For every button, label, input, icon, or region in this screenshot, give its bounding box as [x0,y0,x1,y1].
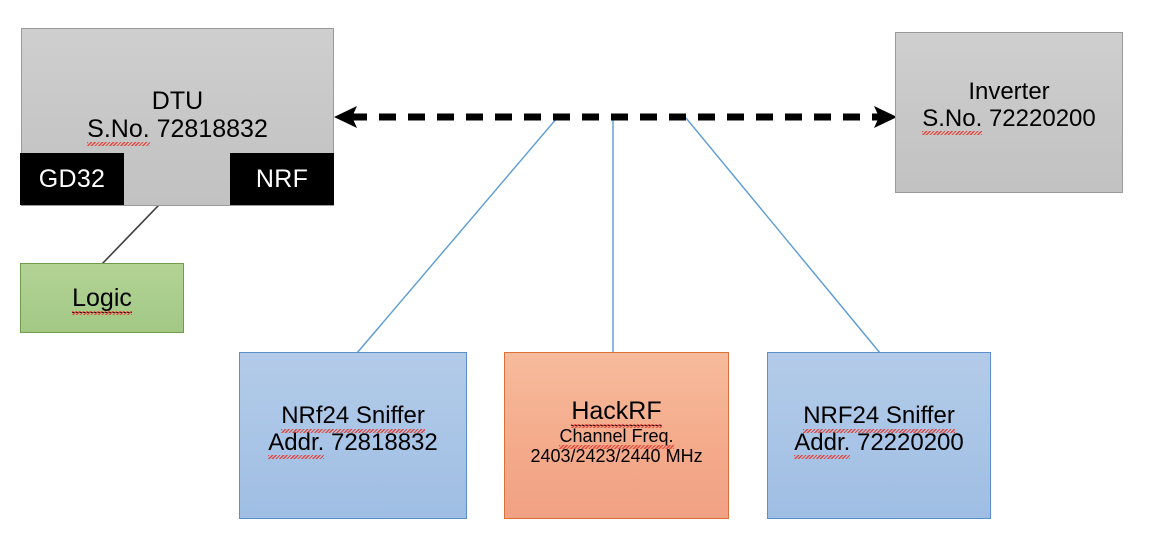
sniffer-left-tap-line [356,117,558,354]
dtu-serial-value-spacer [150,115,157,143]
sniffer-right-addr: Addr. 72220200 [794,428,964,457]
sniffer-left-addr-value: 72818832 [330,428,438,456]
sniffer-left-node[interactable]: NRf24 Sniffer Addr. 72818832 [239,352,467,519]
nrf-node[interactable]: NRF [230,153,334,205]
hackrf-node[interactable]: HackRF Channel Freq. 2403/2423/2440 MHz [504,352,729,519]
sniffer-right-node[interactable]: NRF24 Sniffer Addr. 72220200 [767,352,991,519]
inverter-serial-prefix: S.No. [922,104,983,132]
sniffer-left-addr: Addr. 72818832 [268,428,438,457]
gd32-label: GD32 [38,164,106,193]
dtu-serial-prefix: S.No. [87,115,150,143]
dtu-serial-value: 72818832 [156,115,268,143]
inverter-node[interactable]: Inverter S.No. 72220200 [895,32,1123,193]
logic-node[interactable]: Logic [20,263,184,333]
inverter-serial: S.No. 72220200 [922,104,1096,133]
inverter-serial-value: 72220200 [988,104,1096,132]
sniffer-right-addr-spacer [850,429,857,456]
hackrf-title: HackRF [571,397,662,428]
hackrf-channel-values: 2403/2423/2440 MHz [530,446,703,467]
gd32-node[interactable]: GD32 [20,153,124,205]
sniffer-right-title: NRF24 Sniffer [803,402,955,433]
dtu-serial: S.No. 72818832 [87,115,268,143]
nrf-label: NRF [255,164,309,193]
sniffer-right-tap-line [685,117,881,354]
dtu-title: DTU [151,87,204,115]
inverter-serial-spacer [982,105,989,132]
hackrf-channel-label: Channel Freq. [559,426,674,450]
sniffer-right-addr-prefix: Addr. [794,428,851,456]
logic-label: Logic [72,283,132,315]
sniffer-left-addr-prefix: Addr. [268,428,325,456]
sniffer-right-addr-value: 72220200 [856,428,964,456]
inverter-title: Inverter [968,77,1050,105]
sniffer-left-title: NRf24 Sniffer [281,402,425,433]
rf-link-arrowhead-left [334,106,357,128]
rf-link-arrowhead-right [874,106,897,128]
sniffer-left-addr-spacer [324,429,331,456]
